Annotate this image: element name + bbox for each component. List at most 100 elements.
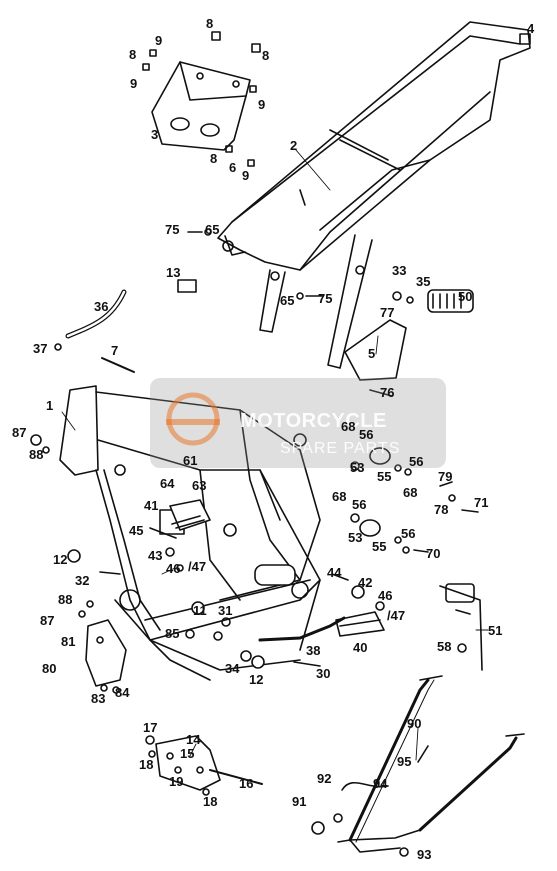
callout-42: 42 — [358, 575, 373, 590]
callout-76: 76 — [380, 385, 395, 400]
callout-44: 44 — [327, 565, 342, 580]
callout-1: 1 — [46, 398, 54, 413]
callout-87: 87 — [12, 425, 27, 440]
callout-65: 65 — [280, 293, 295, 308]
callout-56: 56 — [409, 454, 424, 469]
top-hardware — [142, 31, 531, 167]
callout-46: 46 — [378, 588, 393, 603]
callout-95: 95 — [397, 754, 412, 769]
watermark-line-1: MOTORCYCLE — [240, 410, 387, 432]
callout-35: 35 — [416, 274, 431, 289]
callout-68: 68 — [403, 485, 418, 500]
callout-77: 77 — [380, 305, 395, 320]
callout-30: 30 — [316, 666, 331, 681]
callout-15: 15 — [180, 746, 195, 761]
callout-55: 55 — [377, 469, 392, 484]
callout-88: 88 — [29, 447, 44, 462]
callout-36: 36 — [94, 299, 109, 314]
callout-3: 3 — [151, 127, 159, 142]
callout-37: 37 — [33, 341, 48, 356]
callout-63: 63 — [192, 478, 207, 493]
callout-50: 50 — [458, 289, 473, 304]
callout-58: 58 — [437, 639, 452, 654]
callout-40: 40 — [353, 640, 368, 655]
footrest-right — [344, 289, 474, 397]
callout-47: /47 — [188, 559, 207, 574]
callout-17: 17 — [143, 720, 158, 735]
callout-61: 61 — [183, 453, 198, 468]
callout-56: 56 — [359, 427, 374, 442]
callout-9: 9 — [155, 33, 163, 48]
callout-51: 51 — [488, 623, 503, 638]
callout-13: 13 — [166, 265, 181, 280]
callout-12: 12 — [249, 672, 264, 687]
callout-9: 9 — [242, 168, 250, 183]
callout-93: 93 — [417, 847, 432, 862]
watermark-line-2: SPARE PARTS — [280, 440, 401, 457]
callout-8: 8 — [206, 16, 214, 31]
footrest-left — [149, 499, 385, 637]
callout-84: 84 — [115, 685, 130, 700]
callout-16: 16 — [239, 776, 254, 791]
callout-18: 18 — [203, 794, 218, 809]
skid-plate — [151, 61, 251, 151]
callout-79: 79 — [438, 469, 453, 484]
callout-41: 41 — [144, 498, 159, 513]
callout-8: 8 — [210, 151, 218, 166]
callout-68: 68 — [341, 419, 356, 434]
callout-81: 81 — [61, 634, 76, 649]
callout-32: 32 — [75, 573, 90, 588]
callout-6: 6 — [229, 160, 237, 175]
callout-70: 70 — [426, 546, 441, 561]
callout-71: 71 — [474, 495, 489, 510]
callout-5: 5 — [368, 346, 376, 361]
callout-83: 83 — [91, 691, 106, 706]
callout-47: /47 — [387, 608, 406, 623]
callout-9: 9 — [130, 76, 138, 91]
callout-80: 80 — [42, 661, 57, 676]
callout-53: 53 — [348, 530, 363, 545]
callout-90: 90 — [407, 716, 422, 731]
callout-85: 85 — [165, 626, 180, 641]
callout-33: 33 — [392, 263, 407, 278]
callout-78: 78 — [434, 502, 449, 517]
callout-8: 8 — [262, 48, 270, 63]
callout-14: 14 — [186, 732, 201, 747]
callout-75: 75 — [165, 222, 180, 237]
callout-94: 94 — [373, 776, 388, 791]
callout-31: 31 — [218, 603, 233, 618]
callout-43: 43 — [148, 548, 163, 563]
callout-65: 65 — [205, 222, 220, 237]
callout-55: 55 — [372, 539, 387, 554]
callout-75: 75 — [318, 291, 333, 306]
callout-8: 8 — [129, 47, 137, 62]
leader-lines — [61, 149, 489, 761]
rear-subframe — [217, 21, 531, 369]
callout-92: 92 — [317, 771, 332, 786]
callout-34: 34 — [225, 661, 240, 676]
callout-19: 19 — [169, 774, 184, 789]
callout-38: 38 — [306, 643, 321, 658]
callout-12: 12 — [53, 552, 68, 567]
bracket-group — [145, 735, 263, 796]
callout-56: 56 — [401, 526, 416, 541]
callout-4: 4 — [527, 21, 535, 36]
callout-45: 45 — [129, 523, 144, 538]
callout-56: 56 — [352, 497, 367, 512]
callout-9: 9 — [258, 97, 266, 112]
callout-7: 7 — [111, 343, 119, 358]
watermark-logo — [166, 392, 220, 446]
callout-53: 53 — [350, 460, 365, 475]
callout-18: 18 — [139, 757, 154, 772]
callout-64: 64 — [160, 476, 175, 491]
callout-2: 2 — [290, 138, 298, 153]
callout-46: 46 — [166, 561, 181, 576]
callout-11: 11 — [193, 603, 207, 618]
side-stand — [311, 675, 525, 857]
callout-91: 91 — [292, 794, 307, 809]
callout-68: 68 — [332, 489, 347, 504]
callout-87: 87 — [40, 613, 55, 628]
right-hardware — [331, 447, 479, 611]
callout-88: 88 — [58, 592, 73, 607]
